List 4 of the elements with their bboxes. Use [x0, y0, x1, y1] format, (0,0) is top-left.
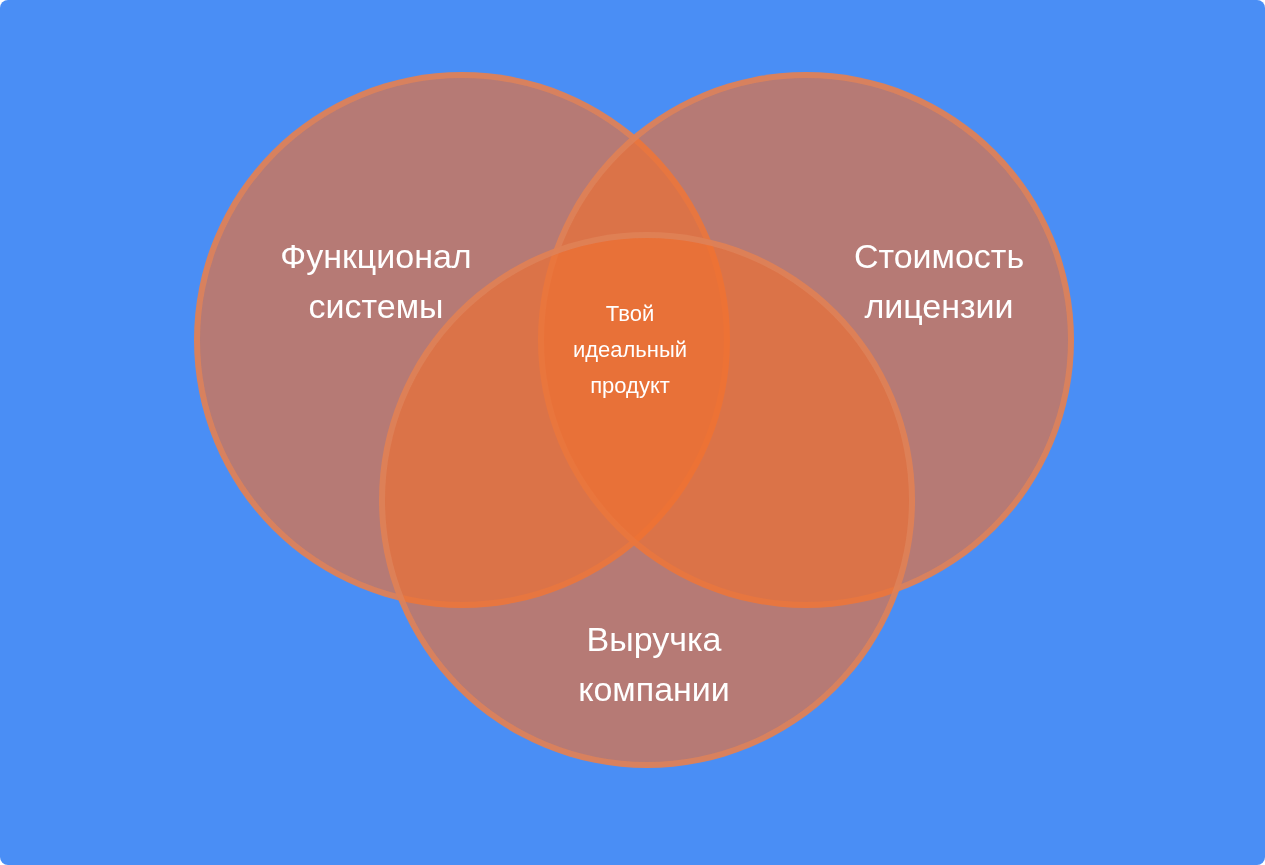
circle-label: Выручка компании: [577, 619, 731, 710]
circle-label: Стоимость лицензии: [852, 236, 1026, 327]
center-label: Твой идеальный продукт: [571, 300, 689, 400]
circle-label: Функционал системы: [279, 236, 473, 327]
